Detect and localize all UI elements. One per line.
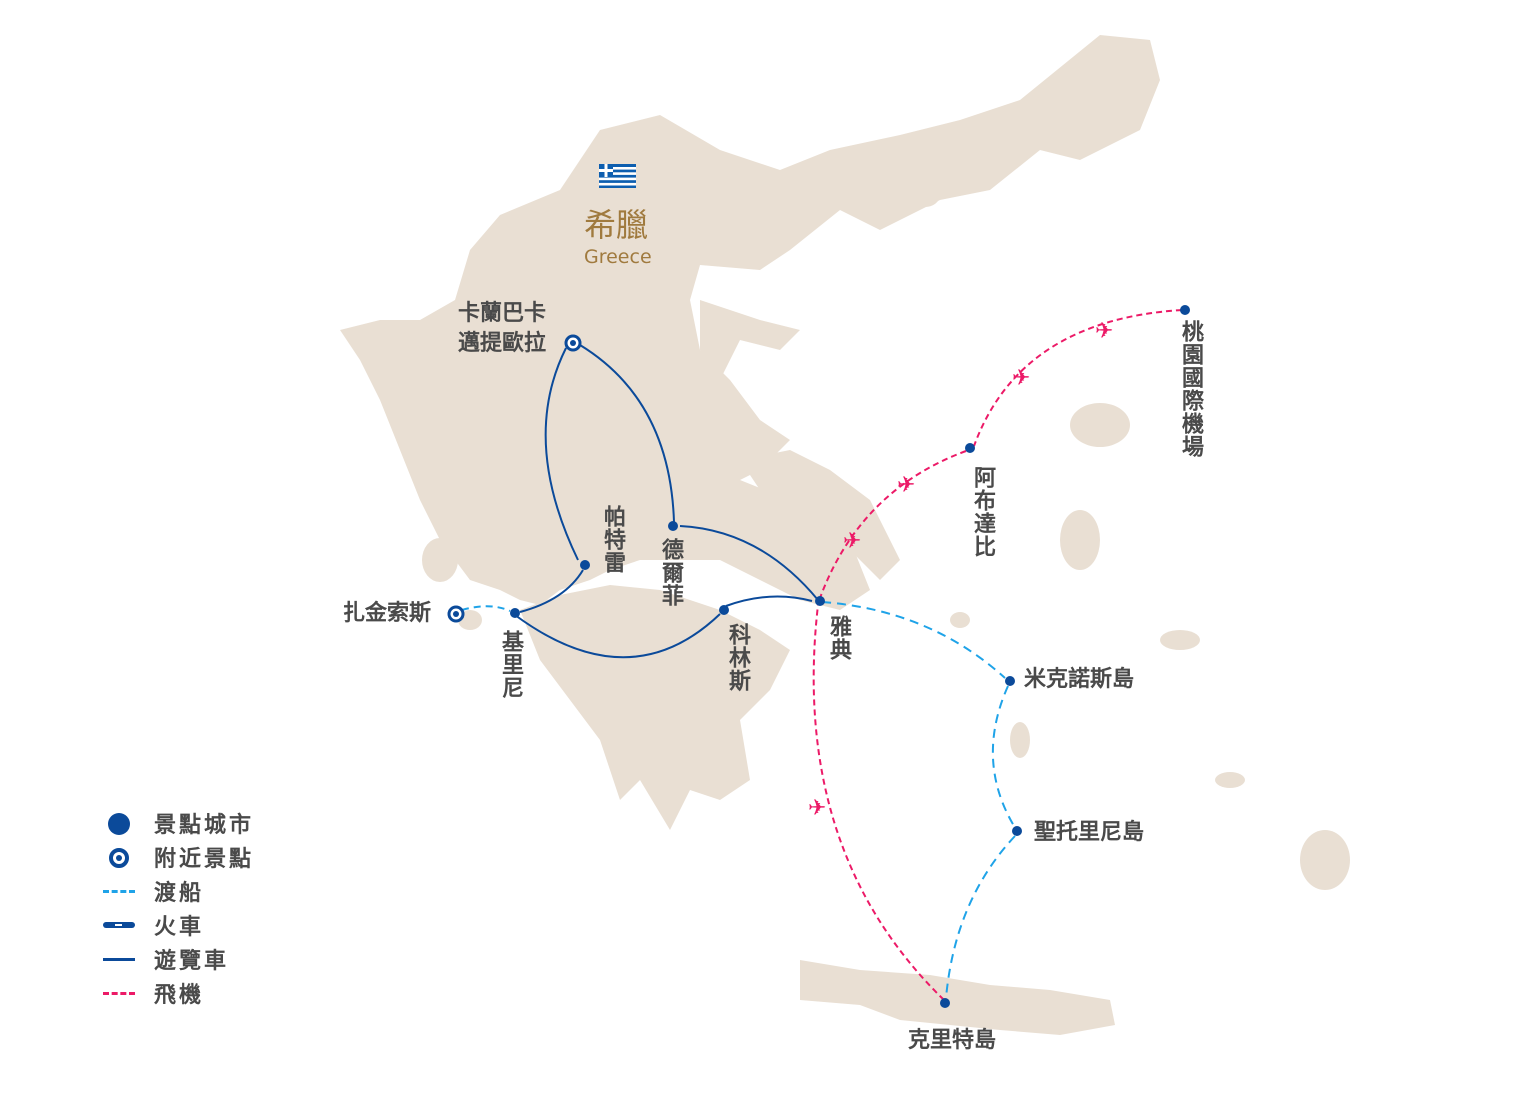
city-label-corinth: 科林斯	[725, 623, 750, 692]
nearby-ring-kalambaka[interactable]	[564, 334, 582, 352]
country-name: 希臘	[584, 206, 649, 244]
city-label-kalambaka: 卡蘭巴卡	[458, 301, 547, 326]
city-label-kyllini: 基里尼	[498, 630, 523, 699]
ferry-line-icon	[100, 881, 140, 901]
route-kyllini-zakynthos	[461, 605, 511, 612]
city-label-abudhabi: 阿布達比	[970, 466, 995, 558]
city-dot-crete[interactable]	[940, 998, 950, 1008]
legend-item-bus: 遊覽車	[100, 942, 254, 976]
route-corinth-athens	[725, 595, 813, 607]
city-dot-santorini[interactable]	[1012, 826, 1022, 836]
route-mykonos-santorini	[991, 685, 1015, 827]
route-taoyuan-abudhabi	[973, 309, 1183, 447]
legend-item-city: 景點城市	[100, 806, 254, 840]
routes	[461, 309, 1183, 1001]
city-label-kalambaka-2: 邁提歐拉	[458, 331, 547, 356]
route-kyllini-corinth	[514, 613, 721, 659]
city-dot-athens[interactable]	[815, 596, 825, 606]
city-dot-icon	[100, 813, 140, 835]
city-dot-mykonos[interactable]	[1005, 676, 1015, 686]
city-label-mykonos: 米克諾斯島	[1024, 667, 1135, 692]
route-kalambaka-patras	[544, 347, 579, 561]
city-dot-kyllini[interactable]	[510, 608, 520, 618]
plane-line-icon	[100, 983, 140, 1003]
legend-item-train: 火車	[100, 908, 254, 942]
plane-icon: ✈	[808, 796, 826, 821]
city-dot-patras[interactable]	[580, 560, 590, 570]
city-dot-corinth[interactable]	[719, 605, 729, 615]
nearby-ring-zakynthos[interactable]	[447, 605, 465, 623]
legend-item-ferry: 渡船	[100, 874, 254, 908]
train-line-icon	[100, 915, 140, 935]
legend: 景點城市 附近景點 渡船 火車 遊覽車 飛機	[100, 806, 254, 1010]
legend-item-plane: 飛機	[100, 976, 254, 1010]
plane-icon: ✈	[843, 529, 861, 554]
city-label-santorini: 聖托里尼島	[1034, 820, 1145, 845]
route-crete-athens	[812, 604, 945, 1001]
plane-icon: ✈	[1095, 319, 1113, 344]
city-dot-delphi[interactable]	[668, 521, 678, 531]
route-patras-kyllini	[519, 569, 584, 613]
land	[340, 35, 1350, 1035]
city-label-patras: 帕特雷	[600, 505, 625, 574]
city-dot-taoyuan[interactable]	[1180, 305, 1190, 315]
route-santorini-crete	[945, 835, 1016, 999]
city-markers	[447, 305, 1190, 1008]
city-dot-abudhabi[interactable]	[965, 443, 975, 453]
legend-item-nearby: 附近景點	[100, 840, 254, 874]
plane-icons: ✈ ✈ ✈ ✈ ✈	[808, 319, 1113, 821]
plane-icon: ✈	[897, 473, 915, 498]
city-label-taoyuan: 桃園國際機場	[1178, 320, 1203, 458]
plane-icon: ✈	[1012, 366, 1030, 391]
city-label-athens: 雅典	[826, 615, 851, 661]
city-label-crete: 克里特島	[908, 1028, 997, 1053]
country-name-en: Greece	[584, 246, 652, 268]
city-label-zakynthos: 扎金索斯	[343, 601, 432, 626]
route-delphi-kalambaka	[579, 344, 675, 523]
bus-line-icon	[100, 949, 140, 969]
route-athens-delphi	[679, 525, 819, 601]
nearby-ring-icon	[100, 847, 140, 868]
greece-flag	[599, 164, 636, 188]
city-label-delphi: 德爾菲	[658, 538, 683, 607]
